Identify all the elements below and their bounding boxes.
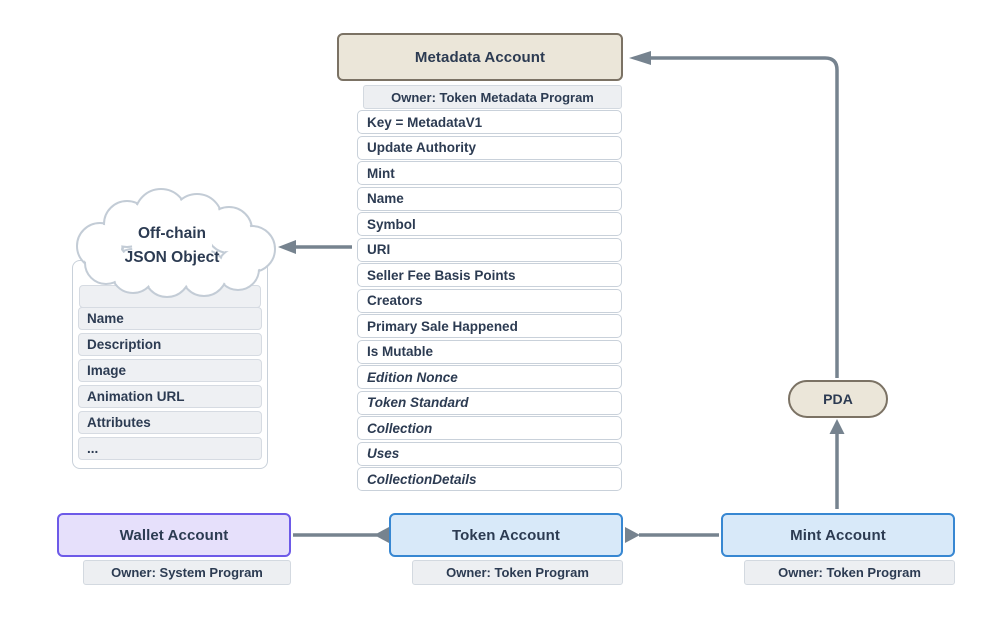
metadata-field-row: Edition Nonce <box>357 365 622 389</box>
metadata-field-row: Token Standard <box>357 390 622 415</box>
offchain-field-row: Name <box>78 307 262 330</box>
token-to-mint-arrow <box>625 527 719 543</box>
metadata-field-row: Collection <box>357 416 622 440</box>
metadata-account-title: Metadata Account <box>414 48 546 66</box>
metadata-field-row: CollectionDetails <box>357 467 622 491</box>
metadata-field-row: Name <box>357 186 622 211</box>
metadata-field-row: Primary Sale Happened <box>357 314 622 338</box>
wallet-owner-row: Owner: System Program <box>83 560 291 585</box>
metadata-field-row: Mint <box>357 161 622 185</box>
offchain-field-row: Animation URL <box>78 385 262 408</box>
offchain-empty-row <box>79 285 261 308</box>
mint-account-box: Mint Account <box>721 513 955 557</box>
offchain-field-row: Image <box>78 359 262 382</box>
mint-owner-row: Owner: Token Program <box>744 560 955 585</box>
metadata-field-row: Key = MetadataV1 <box>357 110 622 134</box>
pda-to-metadata-arrow <box>629 51 839 378</box>
offchain-field-row: Description <box>78 333 262 356</box>
mint-to-pda-arrow <box>829 419 845 509</box>
token-account-box: Token Account <box>389 513 623 557</box>
metadata-field-row: Seller Fee Basis Points <box>357 263 622 287</box>
metadata-account-box: Metadata Account <box>337 33 623 81</box>
offchain-field-row: ... <box>78 437 262 460</box>
offchain-field-row: Attributes <box>78 411 262 434</box>
pda-pill: PDA <box>788 380 888 418</box>
wallet-account-box: Wallet Account <box>57 513 291 557</box>
uri-to-cloud-arrow <box>278 240 352 254</box>
token-to-wallet-arrow <box>293 527 389 543</box>
token-owner-row: Owner: Token Program <box>412 560 623 585</box>
metadata-field-row: Creators <box>357 288 622 313</box>
metadata-field-row: Symbol <box>357 212 622 236</box>
metadata-field-row: Update Authority <box>357 135 622 160</box>
metadata-field-row: URI <box>357 237 622 262</box>
offchain-cloud-label: Off-chain JSON Object <box>124 225 220 266</box>
metadata-owner-row: Owner: Token Metadata Program <box>363 85 622 109</box>
metadata-field-row: Uses <box>357 441 622 466</box>
metadata-field-row: Is Mutable <box>357 339 622 364</box>
